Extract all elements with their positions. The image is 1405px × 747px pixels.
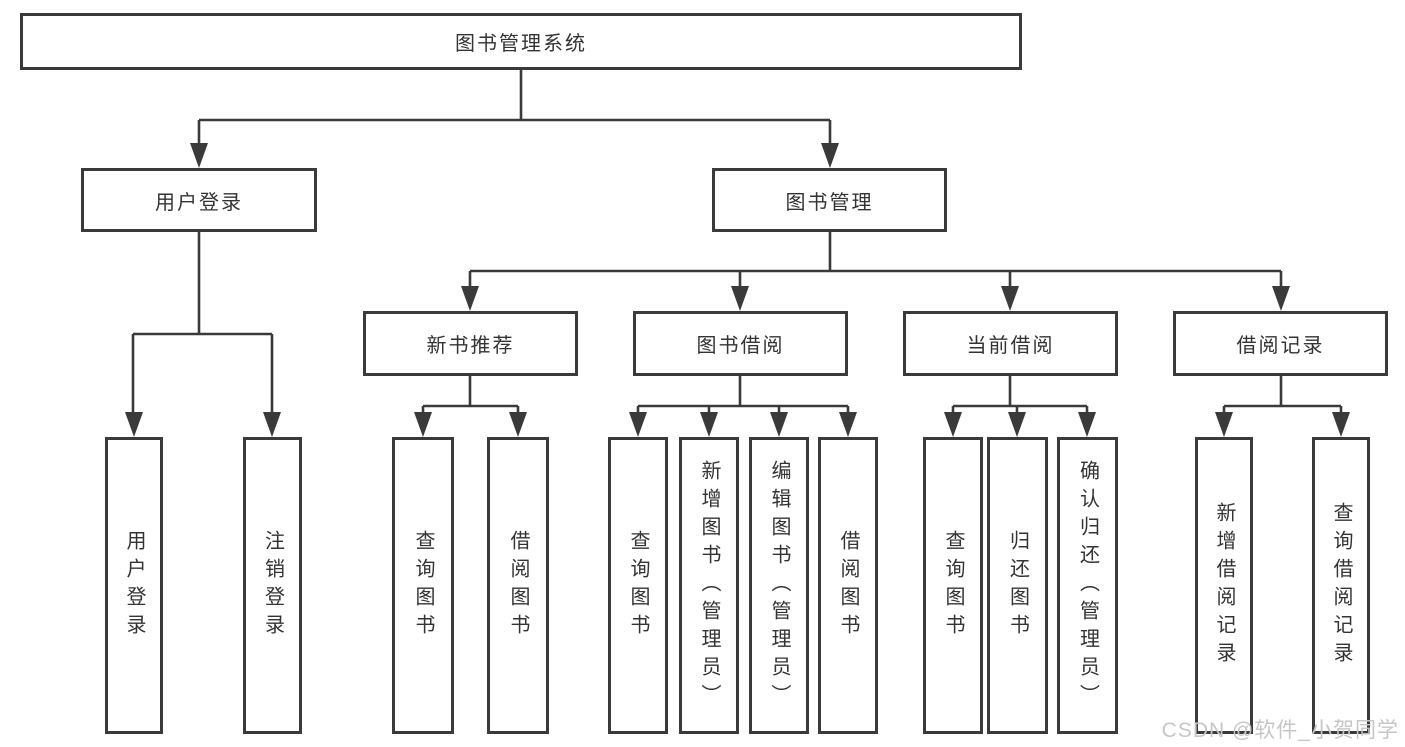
leaf-query-borrow-record-label: 查询借阅记录 bbox=[1330, 501, 1352, 670]
leaf-return-book-label: 归还图书 bbox=[1006, 529, 1029, 642]
csdn-watermark: CSDN @软件_小贺同学 bbox=[1161, 719, 1399, 742]
node-current-borrow-label: 当前借阅 bbox=[966, 335, 1055, 357]
node-library-system-label: 图书管理系统 bbox=[455, 33, 587, 55]
leaf-add-book-admin-label: 新增图书（管理员） bbox=[698, 459, 720, 712]
node-book-borrow-label: 图书借阅 bbox=[696, 335, 785, 357]
node-book-management-label: 图书管理 bbox=[785, 191, 874, 214]
node-current-borrow: 当前借阅 bbox=[903, 311, 1118, 376]
leaf-query-books-recommend-label: 查询图书 bbox=[412, 529, 434, 642]
node-new-book-recommend-label: 新书推荐 bbox=[426, 335, 515, 357]
node-borrow-records: 借阅记录 bbox=[1173, 311, 1388, 376]
leaf-query-books-borrow: 查询图书 bbox=[608, 437, 668, 734]
leaf-confirm-return-admin-label: 确认归还（管理员） bbox=[1076, 459, 1099, 712]
leaf-return-book: 归还图书 bbox=[987, 437, 1048, 734]
leaf-add-book-admin: 新增图书（管理员） bbox=[679, 437, 739, 734]
leaf-add-borrow-record: 新增借阅记录 bbox=[1195, 437, 1253, 734]
node-book-borrow: 图书借阅 bbox=[633, 311, 848, 376]
leaf-add-borrow-record-label: 新增借阅记录 bbox=[1213, 501, 1235, 670]
node-user-login: 用户登录 bbox=[81, 168, 317, 232]
node-library-system: 图书管理系统 bbox=[20, 13, 1022, 70]
leaf-borrow-books-recommend-label: 借阅图书 bbox=[507, 529, 529, 642]
node-borrow-records-label: 借阅记录 bbox=[1236, 335, 1325, 357]
leaf-query-books-borrow-label: 查询图书 bbox=[627, 529, 649, 642]
leaf-confirm-return-admin: 确认归还（管理员） bbox=[1057, 437, 1118, 734]
leaf-borrow-books-label: 借阅图书 bbox=[837, 529, 859, 642]
node-new-book-recommend: 新书推荐 bbox=[363, 311, 578, 376]
leaf-logout-label: 注销登录 bbox=[261, 529, 284, 642]
leaf-user-login-label: 用户登录 bbox=[123, 529, 145, 642]
leaf-logout: 注销登录 bbox=[243, 437, 302, 734]
leaf-user-login: 用户登录 bbox=[105, 437, 163, 734]
leaf-edit-book-admin: 编辑图书（管理员） bbox=[749, 437, 809, 734]
leaf-query-borrow-record: 查询借阅记录 bbox=[1312, 437, 1370, 734]
leaf-query-books-current: 查询图书 bbox=[923, 437, 983, 734]
leaf-borrow-books: 借阅图书 bbox=[818, 437, 878, 734]
leaf-borrow-books-recommend: 借阅图书 bbox=[487, 437, 549, 734]
leaf-edit-book-admin-label: 编辑图书（管理员） bbox=[768, 459, 790, 712]
leaf-query-books-current-label: 查询图书 bbox=[942, 529, 964, 642]
node-book-management: 图书管理 bbox=[712, 168, 947, 232]
node-user-login-label: 用户登录 bbox=[155, 191, 243, 214]
leaf-query-books-recommend: 查询图书 bbox=[392, 437, 454, 734]
